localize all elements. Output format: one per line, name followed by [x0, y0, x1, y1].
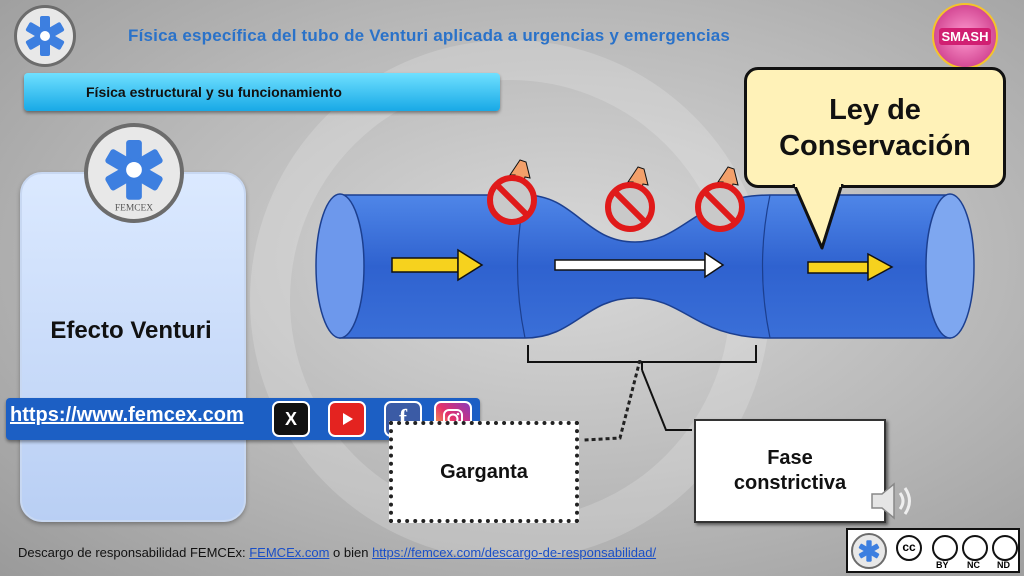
by-icon	[932, 535, 958, 561]
femcex-logo-panel: FEMCEX	[84, 123, 184, 223]
flow-arrow-throat	[554, 251, 725, 279]
throat-label: Garganta	[440, 460, 528, 483]
play-icon	[343, 413, 353, 425]
constrictive-phase-box: Fase constrictiva	[694, 419, 886, 523]
pressure-prohibited-icon-1	[487, 159, 537, 225]
cc-icon: cc	[896, 535, 922, 561]
disclaimer-footer: Descargo de responsabilidad FEMCEx: FEMC…	[18, 545, 656, 560]
conservation-law-callout: Ley de Conservación	[744, 67, 1006, 188]
page-title: Física específica del tubo de Venturi ap…	[128, 26, 731, 45]
website-link[interactable]: https://www.femcex.com	[10, 404, 244, 426]
footer-link-femcex[interactable]: FEMCEx.com	[249, 545, 330, 560]
effect-title: Efecto Venturi	[50, 317, 212, 344]
star-of-life-icon: FEMCEX	[105, 140, 163, 214]
x-icon[interactable]: X	[272, 401, 310, 437]
nc-icon	[962, 535, 988, 561]
by-label: BY	[936, 560, 949, 570]
callout-text: Ley de Conservación	[779, 93, 971, 162]
footer-middle: o bien	[333, 545, 369, 560]
nc-label: NC	[967, 560, 980, 570]
throat-label-box: Garganta	[389, 421, 579, 523]
x-glyph: X	[284, 408, 297, 429]
nd-label: ND	[997, 560, 1010, 570]
pressure-prohibited-icon-3	[695, 166, 745, 232]
flow-arrow-outlet	[807, 252, 894, 282]
effect-panel	[20, 172, 246, 522]
footer-link-disclaimer[interactable]: https://femcex.com/descargo-de-responsab…	[372, 545, 657, 560]
label-connectors	[583, 360, 692, 442]
section-label: Física estructural y su funcionamiento	[86, 84, 342, 100]
youtube-icon[interactable]	[328, 401, 366, 437]
cc-license-badge[interactable]: cc BY NC ND	[846, 528, 1020, 573]
femcex-logo-small	[851, 533, 887, 569]
flow-arrow-inlet	[391, 248, 484, 282]
tube-outlet	[925, 193, 975, 339]
nd-icon	[992, 535, 1018, 561]
tube-inlet	[315, 193, 365, 339]
speaker-icon[interactable]	[868, 476, 920, 526]
logo-caption: FEMCEX	[115, 204, 153, 214]
femcex-logo-top	[14, 5, 76, 67]
star-of-life-icon	[25, 16, 65, 56]
footer-prefix: Descargo de responsabilidad FEMCEx:	[18, 545, 246, 560]
venturi-tube-diagram	[315, 159, 975, 370]
section-label-bar: Física estructural y su funcionamiento	[24, 73, 500, 111]
callout-pointer	[792, 184, 844, 250]
smash-badge: SMASH	[932, 3, 998, 69]
smash-badge-label: SMASH	[938, 27, 992, 45]
facebook-glyph: f	[399, 405, 407, 432]
pressure-prohibited-icon-2	[605, 166, 655, 232]
constrictive-phase-label: Fase constrictiva	[733, 447, 847, 494]
star-of-life-icon	[858, 540, 880, 562]
